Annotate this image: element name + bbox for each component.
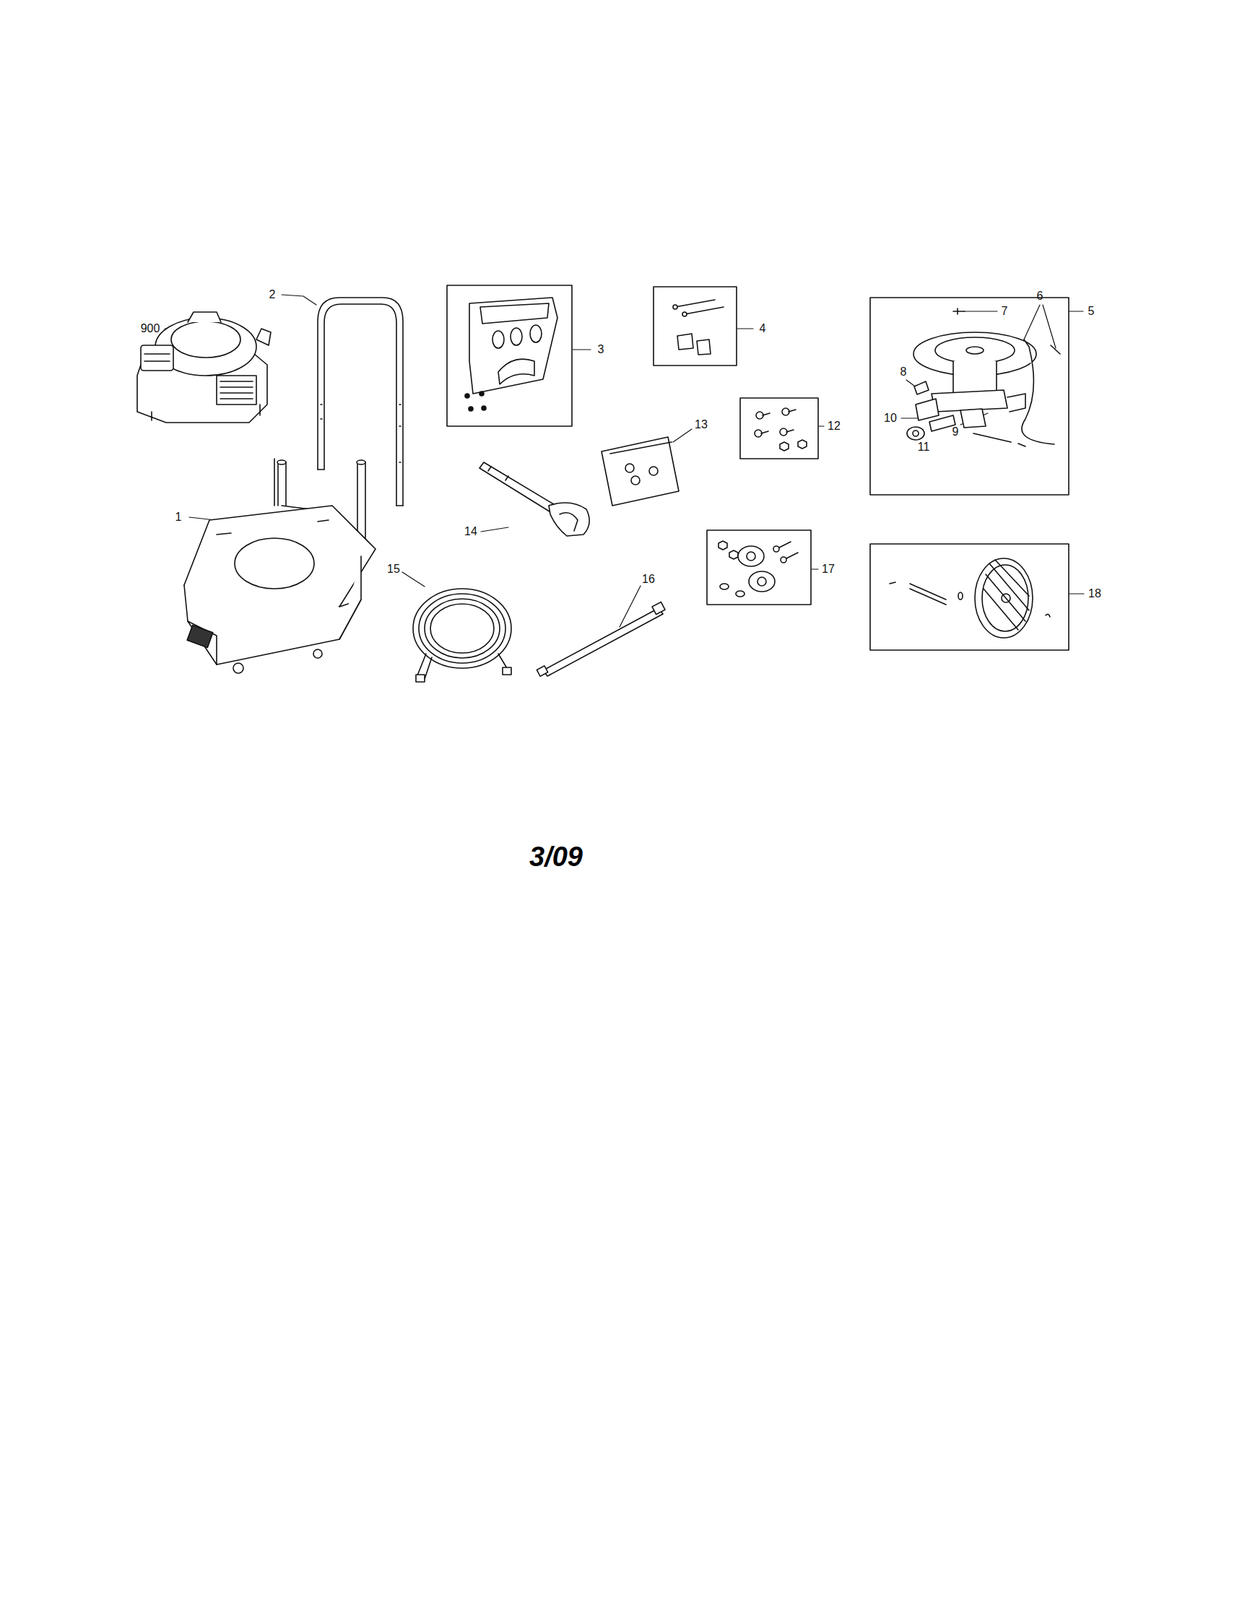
spray-gun [479,462,590,536]
callout-number: 900 [139,322,162,336]
bushings [718,540,798,597]
hardware-bag [601,436,679,506]
bolts-knobs [673,299,724,355]
engine [137,311,271,423]
callout-number: 15 [385,562,402,576]
group-box [653,286,737,366]
callout-number: 7 [1000,304,1010,318]
pump [906,308,1061,447]
bracket [465,297,558,411]
callout-number: 17 [820,562,837,576]
callout-number: 5 [1086,304,1097,318]
group-box [870,297,1069,495]
callout-number: 8 [899,365,909,379]
wand [536,601,666,676]
callout-number: 9 [951,425,961,439]
callout-number: 16 [640,572,657,586]
callout-number: 10 [882,411,899,425]
callout-number: 6 [1035,289,1045,303]
callout-number: 3 [596,343,606,357]
revision-date: 3/09 [527,841,585,871]
frame [184,458,376,674]
callout-number: 18 [1086,587,1103,601]
callout-number: 4 [758,322,768,336]
callout-number: 12 [826,419,842,433]
wheel-axle [889,558,1050,638]
callout-number: 1 [174,510,184,524]
leader-lines [164,294,1084,627]
callout-number: 13 [693,418,710,432]
handle [317,297,403,506]
group-box [870,543,1069,650]
callout-number: 14 [462,524,479,538]
group-box [740,397,819,459]
hose [413,588,512,682]
callout-number: 2 [267,288,278,302]
group-box [706,530,811,605]
screws-nuts [754,408,807,451]
group-box [446,285,572,427]
callout-number: 11 [916,440,932,454]
